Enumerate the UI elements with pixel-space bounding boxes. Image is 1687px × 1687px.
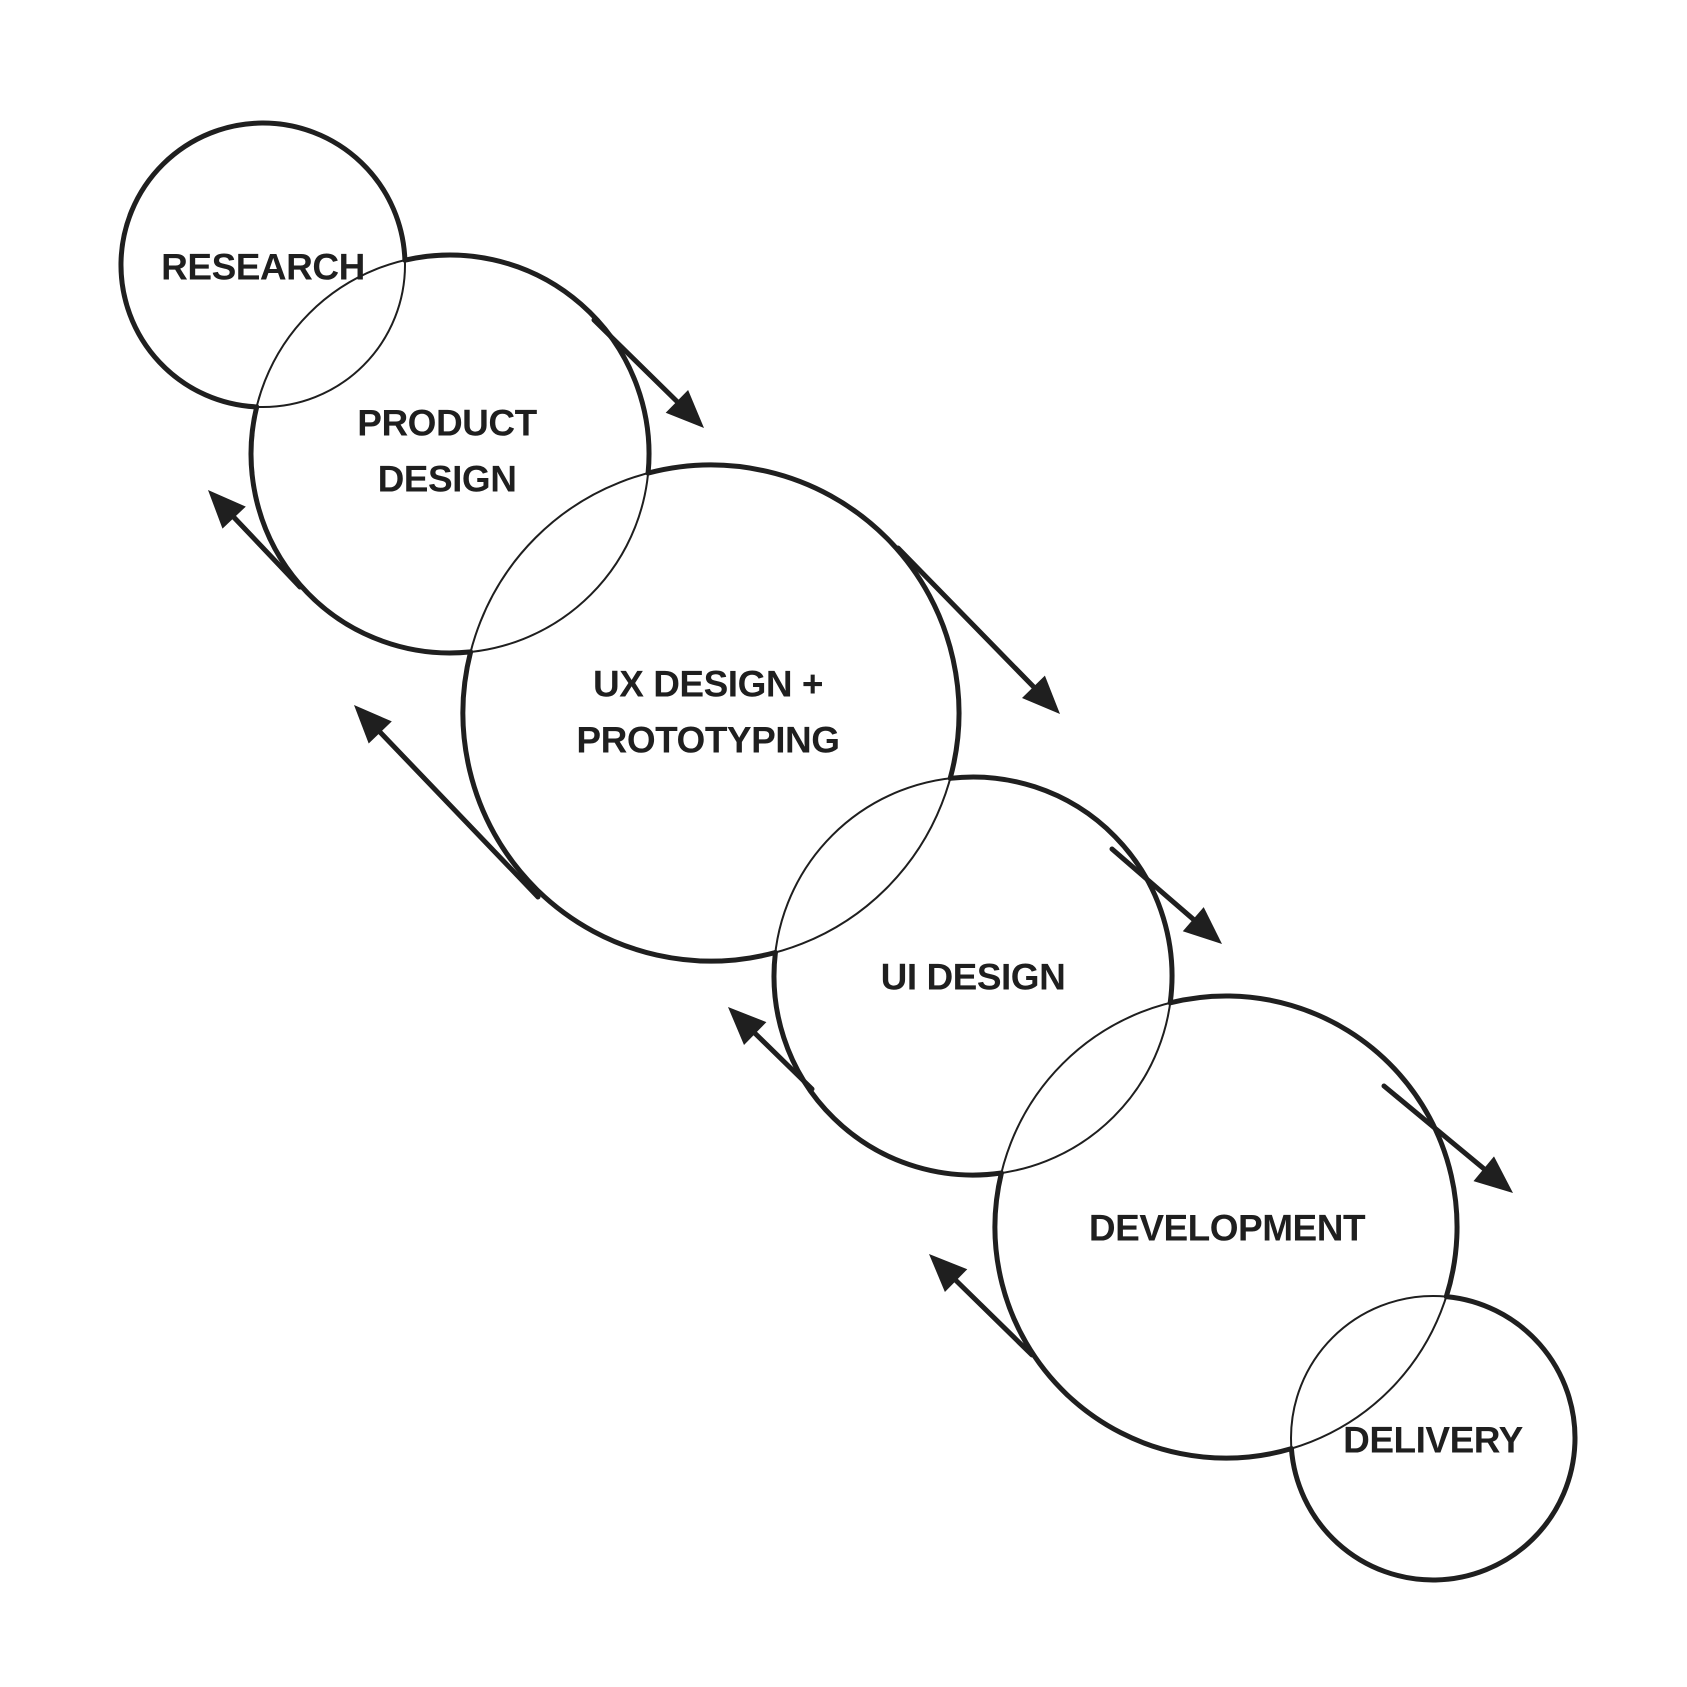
backward-arrow-ui-design-head (728, 1007, 767, 1045)
forward-arrow-development-head (1473, 1156, 1513, 1193)
stage-arc-product-design-1 (248, 404, 474, 656)
stage-label-development: DEVELOPMENT (1089, 1208, 1366, 1249)
backward-arrow-ux-design-prototyping (354, 705, 541, 900)
stage-arc-development-1 (992, 1170, 1294, 1461)
stage-arc-ux-design-prototyping-1 (460, 649, 778, 964)
stage-label-research: RESEARCH (161, 247, 365, 288)
forward-arrow-ux-design-prototyping (895, 545, 1060, 714)
forward-arrow-product-design-head (665, 390, 704, 428)
backward-arrow-development (929, 1254, 1035, 1358)
forward-arrow-development (1381, 1083, 1513, 1193)
stage-arc-delivery-0 (1288, 1294, 1578, 1583)
forward-arrow-ui-design (1109, 846, 1222, 944)
circle-outlines (120, 122, 1576, 1581)
stage-label-ui-design: UI DESIGN (881, 957, 1066, 998)
stage-label-delivery: DELIVERY (1343, 1420, 1523, 1461)
stage-arc-ui-design-1 (771, 950, 1004, 1178)
backward-arrow-development-shaft (953, 1278, 1035, 1358)
stage-label-ux-design-prototyping-line-1: UX DESIGN + (593, 664, 823, 705)
forward-arrow-ux-design-prototyping-shaft (895, 545, 1036, 690)
stage-arc-research-0 (118, 120, 408, 410)
stage-label-product-design-line-1: PRODUCT (357, 403, 537, 444)
backward-arrow-product-design (208, 490, 303, 590)
stage-arc-ux-design-prototyping-0 (645, 462, 962, 781)
circle-arcs (118, 120, 1578, 1583)
stage-label-product-design-line-2: DESIGN (378, 459, 517, 500)
backward-arrow-ux-design-prototyping-shaft (377, 729, 541, 900)
backward-arrow-development-head (929, 1254, 968, 1292)
backward-arrow-ux-design-prototyping-head (354, 705, 392, 744)
stage-label-ux-design-prototyping-line-2: PROTOTYPING (576, 720, 839, 761)
stage-labels: RESEARCH PRODUCT DESIGN UX DESIGN + PROTOTYP… (161, 247, 1524, 1461)
stage-arc-product-design-0 (402, 252, 652, 476)
forward-arrow-ui-design-head (1182, 907, 1222, 944)
forward-arrow-ux-design-prototyping-head (1022, 675, 1060, 714)
backward-arrow-product-design-shaft (231, 515, 303, 590)
stage-arc-development-0 (1167, 993, 1460, 1300)
stage-arc-ui-design-0 (947, 774, 1175, 1006)
forward-arrow-ui-design-shaft (1109, 846, 1196, 922)
backward-arrow-product-design-head (208, 490, 246, 529)
